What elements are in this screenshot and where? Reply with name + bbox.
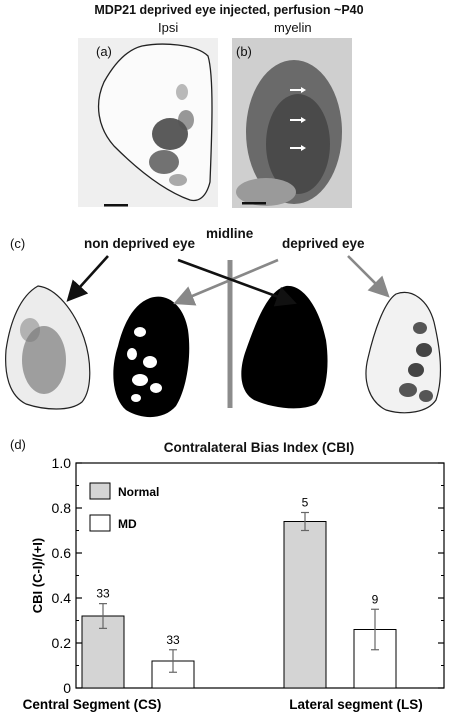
panel-b-letter: (b) — [236, 44, 252, 59]
bar-normal-1 — [283, 521, 327, 689]
legend-swatch — [89, 482, 111, 500]
n-label: 33 — [96, 587, 110, 601]
y-tick-label: 0.6 — [52, 545, 72, 561]
label-non-deprived-eye: non deprived eye — [84, 236, 196, 251]
panel-b-title: myelin — [274, 20, 312, 35]
panel-c-letter: (c) — [10, 236, 26, 251]
x-category-label: Central Segment (CS) — [23, 697, 162, 712]
y-tick-label: 0.2 — [52, 635, 72, 651]
y-tick-label: 1.0 — [52, 455, 72, 471]
panel-d-letter: (d) — [10, 437, 26, 452]
arrow-nondeprived-to-solid — [177, 258, 297, 307]
panel-b: myelin (b) — [232, 20, 352, 209]
legend-label: Normal — [118, 485, 159, 499]
panel-a-image — [78, 38, 218, 207]
label-midline: midline — [206, 226, 254, 241]
panel-b-image — [232, 38, 352, 208]
panel-c-illustration — [5, 255, 442, 418]
arrow-nondeprived-left — [66, 255, 109, 302]
figure-header: MDP21 deprived eye injected, perfusion ~… — [94, 3, 364, 17]
n-label: 9 — [372, 592, 379, 606]
panel-a-letter: (a) — [96, 44, 112, 59]
arrow-deprived-right — [347, 255, 390, 298]
legend-swatch — [89, 514, 111, 532]
y-tick-label: 0.4 — [52, 590, 72, 606]
y-axis-label: CBI (C-I)/(+I) — [30, 538, 45, 613]
arrow-deprived-to-mask — [173, 258, 279, 306]
n-label: 33 — [166, 633, 180, 647]
y-tick-label: 0 — [63, 680, 71, 696]
panel-a: Ipsi (a) — [78, 20, 218, 207]
legend-label: MD — [118, 517, 137, 531]
x-category-label: Lateral segment (LS) — [289, 697, 423, 712]
n-label: 5 — [302, 496, 309, 510]
panel-a-title: Ipsi — [158, 20, 179, 35]
y-tick-label: 0.8 — [52, 500, 72, 516]
label-deprived-eye: deprived eye — [282, 236, 365, 251]
solid-mask — [241, 285, 328, 409]
chart-title: Contralateral Bias Index (CBI) — [163, 440, 355, 455]
